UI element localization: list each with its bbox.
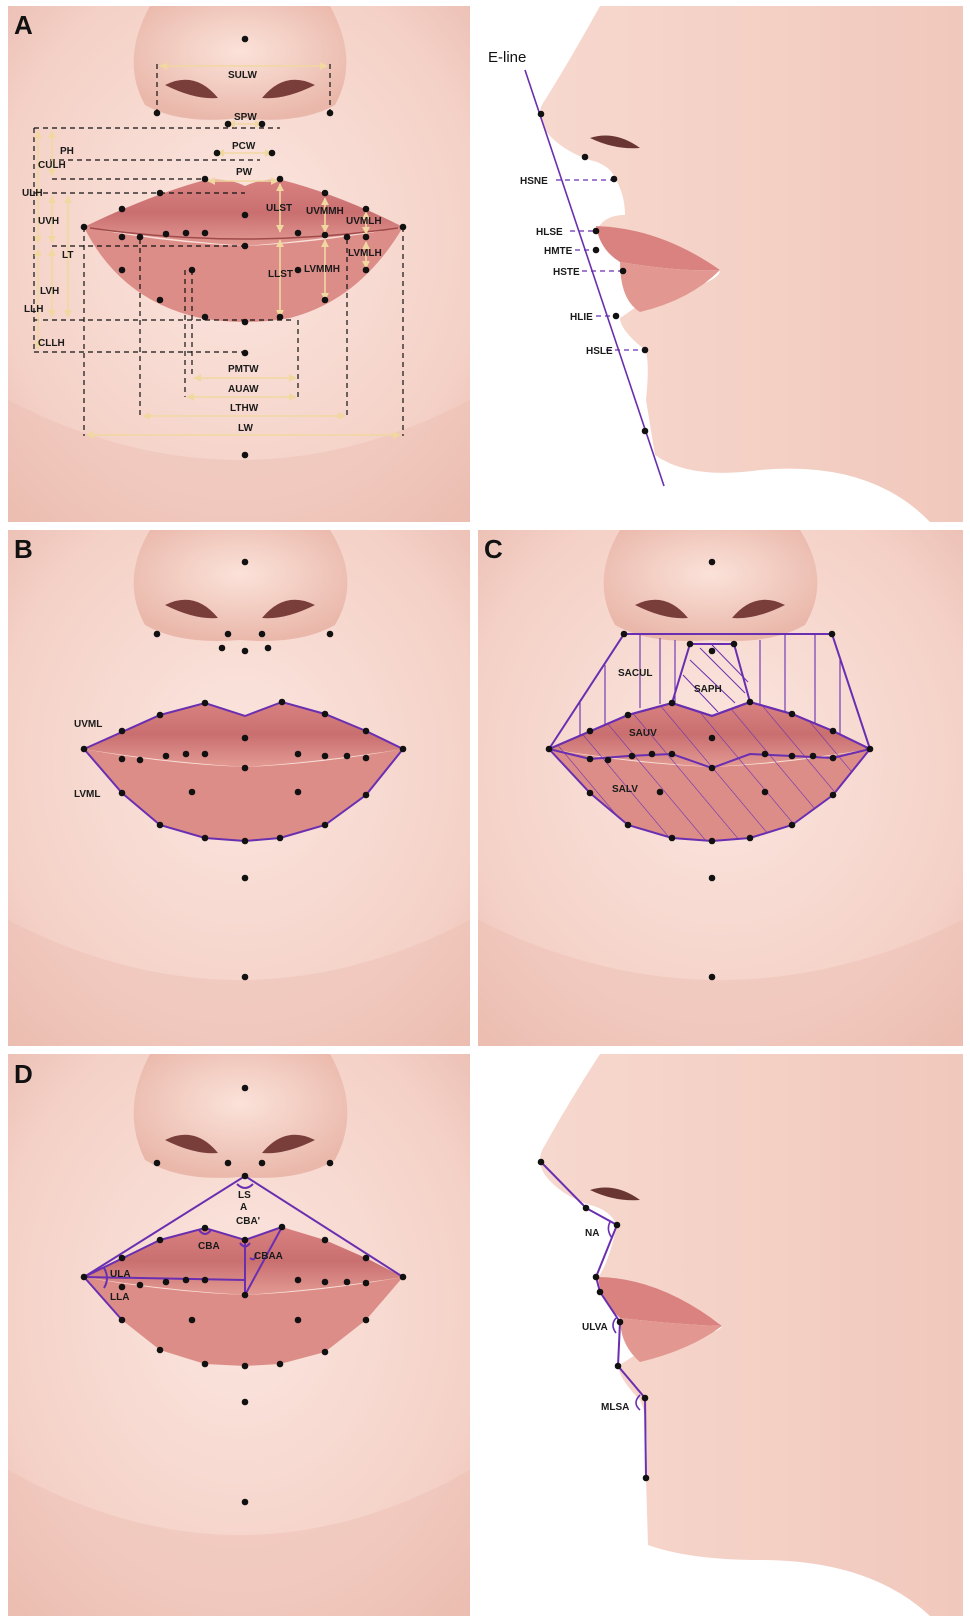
label-llh: LLH <box>24 304 43 315</box>
label-mlsa: MLSA <box>601 1402 629 1413</box>
label-lt: LT <box>62 250 73 261</box>
label-uvml: UVML <box>74 719 102 730</box>
label-ulst: ULST <box>266 203 292 214</box>
label-hsne: HSNE <box>520 176 548 187</box>
label-cbaa: CBAA <box>254 1251 283 1262</box>
label-lsa-a: A <box>240 1202 247 1213</box>
panel-d: D LS A CBA' CBA CBAA ULA LLA <box>8 1054 470 1616</box>
label-lvh: LVH <box>40 286 59 297</box>
label-saph: SAPH <box>694 684 722 695</box>
label-sauv: SAUV <box>629 728 657 739</box>
label-lvmlh: LVMLH <box>348 248 382 259</box>
label-cba: CBA <box>198 1241 220 1252</box>
panel-c-letter: C <box>484 534 503 564</box>
e-line-label: E-line <box>488 49 526 66</box>
panel-b: B UVML LVML <box>8 530 470 1046</box>
label-culh: CULH <box>38 160 66 171</box>
label-ula: ULA <box>110 1269 131 1280</box>
label-hlse: HLSE <box>536 227 563 238</box>
label-ph: PH <box>60 146 74 157</box>
label-uvh: UVH <box>38 216 59 227</box>
label-uvmmh: UVMMH <box>306 206 344 217</box>
label-cllh: CLLH <box>38 338 65 349</box>
panel-a-letter: A <box>14 10 33 40</box>
label-sulw: SULW <box>228 70 257 81</box>
panel-d-letter: D <box>14 1059 33 1089</box>
label-pmtw: PMTW <box>228 364 259 375</box>
label-hsle: HSLE <box>586 346 613 357</box>
label-salv: SALV <box>612 784 638 795</box>
label-llst: LLST <box>268 269 293 280</box>
panel-a: A <box>8 6 470 522</box>
label-lsa-ls: LS <box>238 1190 251 1201</box>
label-auaw: AUAW <box>228 384 259 395</box>
label-lvml: LVML <box>74 789 100 800</box>
panel-profile-bottom: NA ULVA MLSA <box>478 1054 963 1616</box>
label-ulh: ULH <box>22 188 43 199</box>
label-sacul: SACUL <box>618 668 652 679</box>
label-pcw: PCW <box>232 141 256 152</box>
label-lthw: LTHW <box>230 403 259 414</box>
label-uvmlh: UVMLH <box>346 216 382 227</box>
label-spw: SPW <box>234 112 257 123</box>
panel-c: C SACUL SAPH SAUV SALV <box>478 530 963 1046</box>
label-lla: LLA <box>110 1292 129 1303</box>
label-lvmmh: LVMMH <box>304 264 340 275</box>
label-hmte: HMTE <box>544 246 573 257</box>
panel-b-letter: B <box>14 534 33 564</box>
label-hste: HSTE <box>553 267 580 278</box>
label-cba-prime: CBA' <box>236 1216 260 1227</box>
label-hlie: HLIE <box>570 312 593 323</box>
label-ulva: ULVA <box>582 1322 608 1333</box>
label-lw: LW <box>238 423 254 434</box>
panel-profile-top: E-line HSNE HLSE HMTE HSTE HLIE HSLE <box>478 6 963 522</box>
label-na: NA <box>585 1228 599 1239</box>
label-pw: PW <box>236 167 253 178</box>
